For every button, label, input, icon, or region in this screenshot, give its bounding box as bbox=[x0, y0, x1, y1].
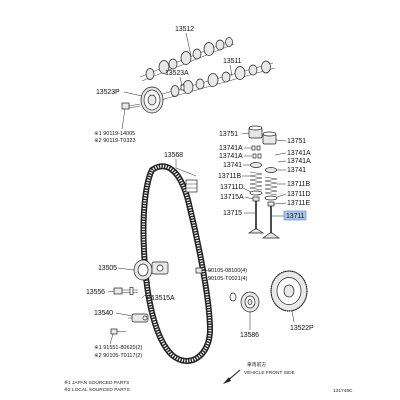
valve-spring-left[interactable] bbox=[249, 171, 263, 191]
valve-exhaust[interactable] bbox=[247, 201, 265, 234]
label-pulley-bolt-b: ※2 90119-T0323 bbox=[94, 138, 136, 144]
label-seal-a: 13715A bbox=[220, 194, 244, 201]
keeper-upper[interactable] bbox=[251, 145, 261, 151]
label-shim-b: 13741 bbox=[287, 167, 306, 174]
retainer-right[interactable] bbox=[265, 167, 277, 173]
idler-bolt[interactable] bbox=[113, 287, 138, 295]
spring-seat-left[interactable] bbox=[249, 190, 263, 196]
stem-seal-right[interactable] bbox=[267, 201, 275, 207]
label-tensioner-bolt-b: 90105-T0021(4) bbox=[208, 276, 248, 282]
label-keeper-a: 13741A bbox=[219, 145, 243, 152]
tensioner-rod[interactable] bbox=[128, 313, 149, 323]
knock-pin[interactable] bbox=[180, 84, 185, 91]
label-lifter-left: 13751 bbox=[219, 131, 238, 138]
crank-gear[interactable] bbox=[270, 270, 308, 312]
label-camshaft-pulley: 13523P bbox=[96, 89, 120, 96]
label-idler-bolt: 13556 bbox=[86, 289, 105, 296]
label-valve-intake: 13711 bbox=[286, 213, 305, 220]
highlight-intake-valve[interactable] bbox=[283, 210, 307, 221]
retainer-left[interactable] bbox=[250, 162, 262, 168]
label-seal-b: 13711E bbox=[287, 200, 310, 207]
pulley-bolt[interactable] bbox=[121, 102, 141, 110]
label-tensioner-rod: 13540 bbox=[94, 310, 113, 317]
label-valve-exhaust: 13715 bbox=[223, 210, 242, 217]
label-camshaft-exhaust: 13512 bbox=[175, 26, 194, 33]
label-rod-bolt-b: ※2 90105-T0117(2) bbox=[94, 353, 142, 359]
label-tensioner-spring: 13515A bbox=[151, 295, 175, 302]
label-keeper-d: 13741A bbox=[287, 158, 311, 165]
direction-label-en: VEHICLE FRONT SIDE bbox=[244, 370, 295, 376]
belt-tooth-detail bbox=[185, 179, 198, 193]
tensioner-spring[interactable] bbox=[141, 294, 155, 299]
label-crank-pulley: 13586 bbox=[240, 332, 259, 339]
label-spring-a: 13711B bbox=[218, 173, 241, 180]
label-spring-b: 13711B bbox=[287, 181, 310, 188]
valve-lifter-right[interactable] bbox=[262, 131, 277, 145]
label-tensioner: 13505 bbox=[98, 265, 117, 272]
label-shim-a: 13741 bbox=[223, 162, 242, 169]
valve-intake[interactable] bbox=[261, 206, 281, 239]
camshaft-pulley[interactable] bbox=[140, 86, 164, 114]
spring-seat-right[interactable] bbox=[264, 195, 278, 201]
label-keeper-b: 13741A bbox=[287, 150, 311, 157]
valve-lifter-left[interactable] bbox=[248, 125, 263, 139]
label-seat-b: 13711D bbox=[287, 191, 310, 198]
keeper-lower[interactable] bbox=[252, 153, 262, 159]
valve-spring-right[interactable] bbox=[264, 176, 278, 196]
direction-label-jp: 車両前方 bbox=[247, 361, 266, 368]
label-lifter-right: 13751 bbox=[287, 138, 306, 145]
stem-seal-left[interactable] bbox=[252, 196, 260, 202]
rod-bolts[interactable] bbox=[110, 328, 126, 335]
label-rod-bolt-a: ※1 91551-80620(2) bbox=[94, 345, 143, 351]
label-seat-a: 13711D bbox=[220, 184, 243, 191]
tensioner-pulley[interactable] bbox=[133, 259, 169, 281]
label-timing-belt: 13568 bbox=[164, 152, 183, 159]
camshaft-intake[interactable] bbox=[147, 60, 276, 104]
label-crank-gear: 13522P bbox=[290, 325, 314, 332]
label-pulley-bolt-a: ※1 90119-14005 bbox=[94, 131, 135, 137]
diagram-id: 131748C bbox=[333, 388, 353, 394]
label-keeper-c: 13741A bbox=[219, 153, 243, 160]
timing-belt[interactable] bbox=[140, 163, 214, 364]
tensioner-bolts[interactable] bbox=[195, 267, 211, 274]
label-camshaft-intake: 13511 bbox=[223, 58, 242, 65]
vehicle-front-arrow bbox=[223, 369, 241, 384]
crank-washer bbox=[229, 292, 237, 302]
crank-pulley[interactable] bbox=[240, 291, 260, 313]
legend-note-2: ※2 LOCAL SOURCED PARTS bbox=[64, 387, 130, 393]
label-knock-pin: 13523A bbox=[165, 70, 189, 77]
legend-note-1: ※1 JAPAN SOURCED PARTS bbox=[64, 380, 129, 386]
camshaft-exhaust[interactable] bbox=[139, 37, 235, 82]
label-tensioner-bolt-a: 90105-08100(4) bbox=[208, 268, 247, 274]
